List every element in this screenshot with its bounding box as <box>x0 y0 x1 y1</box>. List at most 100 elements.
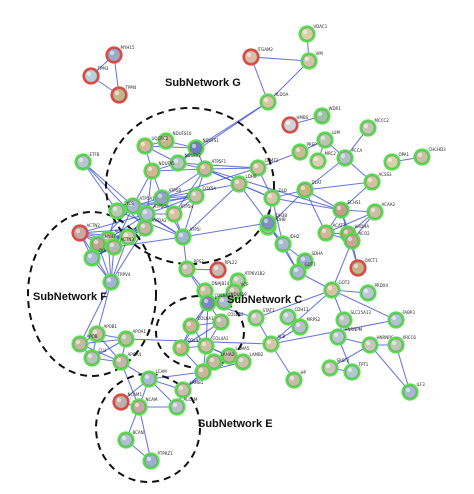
node-echs1[interactable]: ECHS1 <box>332 200 361 219</box>
node-rps2[interactable]: RPS2 <box>178 259 204 278</box>
node-core-uqcrc2 <box>138 139 152 153</box>
node-bcan[interactable]: BCAN <box>117 430 144 449</box>
node-atp5b[interactable]: ATP5B <box>153 188 181 207</box>
node-ilf3[interactable]: ILF3 <box>401 382 425 401</box>
node-ckmt2[interactable]: CKMT2 <box>249 158 279 177</box>
node-ptprz1[interactable]: PTPRZ1 <box>142 451 173 470</box>
node-col6a1[interactable]: COL6A1 <box>182 316 214 335</box>
node-apoa1[interactable]: APOA1 <box>117 329 146 348</box>
node-actn3[interactable]: ACTN3 <box>105 237 134 256</box>
node-hnrnpm[interactable]: HNRNPM <box>329 327 363 346</box>
node-chchd3[interactable]: CHCHD3 <box>413 147 446 166</box>
node-mrc2[interactable]: MRC2 <box>309 151 336 170</box>
node-prdx4[interactable]: PRDX4 <box>359 283 389 302</box>
node-got2[interactable]: GOT2 <box>323 280 350 299</box>
node-col4a2[interactable]: COL4A2 <box>172 338 204 357</box>
node-apoa4[interactable]: APOA4 <box>112 352 141 371</box>
node-ndufs1[interactable]: NDUFS1 <box>187 138 219 157</box>
node-dlat[interactable]: DLAT <box>296 180 322 199</box>
node-col6a2[interactable]: COL6A2 <box>212 312 244 331</box>
node-lcam[interactable]: LCAM <box>140 369 167 388</box>
node-ldhb[interactable]: LDHB <box>230 174 257 193</box>
node-atp5i[interactable]: ATP5I <box>174 227 201 246</box>
node-ndufs10[interactable]: NDUFS10 <box>157 131 192 150</box>
node-tpm3[interactable]: TPM3 <box>82 66 109 85</box>
node-ncam1[interactable]: NCAM1 <box>112 392 142 411</box>
node-trpv4[interactable]: TRPV4 <box>102 272 131 291</box>
node-alcam[interactable]: ALCAM <box>168 397 198 416</box>
node-actn2[interactable]: ACTN2 <box>71 223 100 242</box>
node-ndufv2[interactable]: NDUFV2 <box>169 153 202 172</box>
node-etfb[interactable]: ETFB <box>74 152 100 171</box>
node-myh7[interactable]: MYH7 <box>89 234 116 253</box>
node-core-atp5f1 <box>198 162 212 176</box>
node-wdr1[interactable]: WDR1 <box>313 106 341 125</box>
node-acat1[interactable]: ACAT1 <box>317 223 346 242</box>
node-idh3b[interactable]: IDH3B <box>259 213 287 232</box>
node-rpl22[interactable]: RPL22 <box>209 260 237 279</box>
node-slc25a13[interactable]: SLC25A13 <box>335 310 371 329</box>
node-hnrnpc[interactable]: HNRNPC <box>361 335 394 354</box>
node-ckm[interactable]: CKM <box>83 248 108 267</box>
node-apob[interactable]: APOB <box>71 334 98 353</box>
node-hp[interactable]: HP <box>285 370 307 389</box>
node-lamb1[interactable]: LAMB1 <box>174 380 204 399</box>
node-core-alb <box>264 337 278 351</box>
node-col4a1[interactable]: COL4A1 <box>197 336 229 355</box>
node-mccc2[interactable]: MCCC2 <box>359 118 389 137</box>
node-alb[interactable]: ALB <box>262 334 285 353</box>
node-ndufa9[interactable]: NDUFA9 <box>215 292 247 311</box>
node-got1[interactable]: GOT1 <box>289 262 316 281</box>
node-highlight-aco2 <box>347 236 353 242</box>
node-core-tpt1 <box>345 365 359 379</box>
node-lama2[interactable]: LAMA2 <box>205 352 235 371</box>
node-atp6v1b2[interactable]: ATP6V1B2 <box>229 271 265 290</box>
node-highlight-col6a1 <box>186 321 192 327</box>
node-tpt1[interactable]: TPT1 <box>343 362 369 381</box>
node-mrps2[interactable]: MRPS2 <box>291 317 321 336</box>
node-apob1[interactable]: APOB1 <box>88 324 118 343</box>
node-hmbs[interactable]: HMBS <box>281 115 309 134</box>
node-highlight-apoa4 <box>116 357 122 363</box>
node-opa1[interactable]: OPA1 <box>383 152 410 171</box>
node-col6a3[interactable]: COL6A3 <box>199 293 231 312</box>
node-pcca[interactable]: PCCA <box>336 148 362 167</box>
node-idh2[interactable]: IDH2 <box>274 234 300 253</box>
node-dld[interactable]: DLD <box>263 188 287 207</box>
node-atp5h[interactable]: ATP5H <box>165 204 193 223</box>
node-clu[interactable]: CLU <box>83 348 106 367</box>
node-atp2a2[interactable]: ATP2A2 <box>136 218 167 237</box>
node-lum[interactable]: LUM <box>316 130 340 149</box>
node-cox5a[interactable]: COX5A <box>187 186 216 205</box>
node-srsf2[interactable]: SRSF2 <box>321 358 350 377</box>
node-aldoa[interactable]: ALDOA <box>259 92 289 111</box>
node-atp5f1[interactable]: ATP5F1 <box>196 159 227 178</box>
node-lama5[interactable]: LAMA5 <box>220 346 250 365</box>
node-acaa2[interactable]: ACAA2 <box>366 202 396 221</box>
node-myh15[interactable]: MYH15 <box>105 45 135 64</box>
node-vim[interactable]: VIM <box>300 51 323 70</box>
node-ndufa5[interactable]: NDUFA5 <box>143 161 175 180</box>
node-oxct1[interactable]: OXCT1 <box>349 258 378 277</box>
node-ncam[interactable]: NCAM <box>130 397 158 416</box>
node-vdac1[interactable]: VDAC1 <box>298 24 328 43</box>
node-uqcrc2[interactable]: UQCRC2 <box>136 136 169 155</box>
node-cycs[interactable]: CYCS <box>108 201 134 220</box>
node-highlight-clu <box>87 353 93 359</box>
node-prep[interactable]: PREP <box>291 142 317 161</box>
node-xrcc6[interactable]: XRCC6 <box>387 335 416 354</box>
node-tpm4[interactable]: TPM4 <box>110 85 137 104</box>
node-atp5a1[interactable]: ATP5A1 <box>124 196 155 215</box>
node-fabp3[interactable]: FABP3 <box>387 310 415 329</box>
node-highlight-cycs <box>112 206 118 212</box>
node-stat1[interactable]: STAT1 <box>247 308 275 327</box>
node-itgam2[interactable]: ITGAM2 <box>242 47 273 66</box>
node-cdh13[interactable]: CDH13 <box>279 307 309 326</box>
node-highlight-atp6v1b2 <box>233 276 239 282</box>
node-aco2[interactable]: ACO2 <box>343 231 370 250</box>
node-myoz2[interactable]: MYOZ2 <box>119 227 149 246</box>
node-lamb2[interactable]: LAMB2 <box>234 352 264 371</box>
node-label-xrcc6: XRCC6 <box>403 335 417 340</box>
node-acss3[interactable]: ACSS3 <box>363 172 392 191</box>
node-atp5o[interactable]: ATP5O <box>138 204 166 223</box>
